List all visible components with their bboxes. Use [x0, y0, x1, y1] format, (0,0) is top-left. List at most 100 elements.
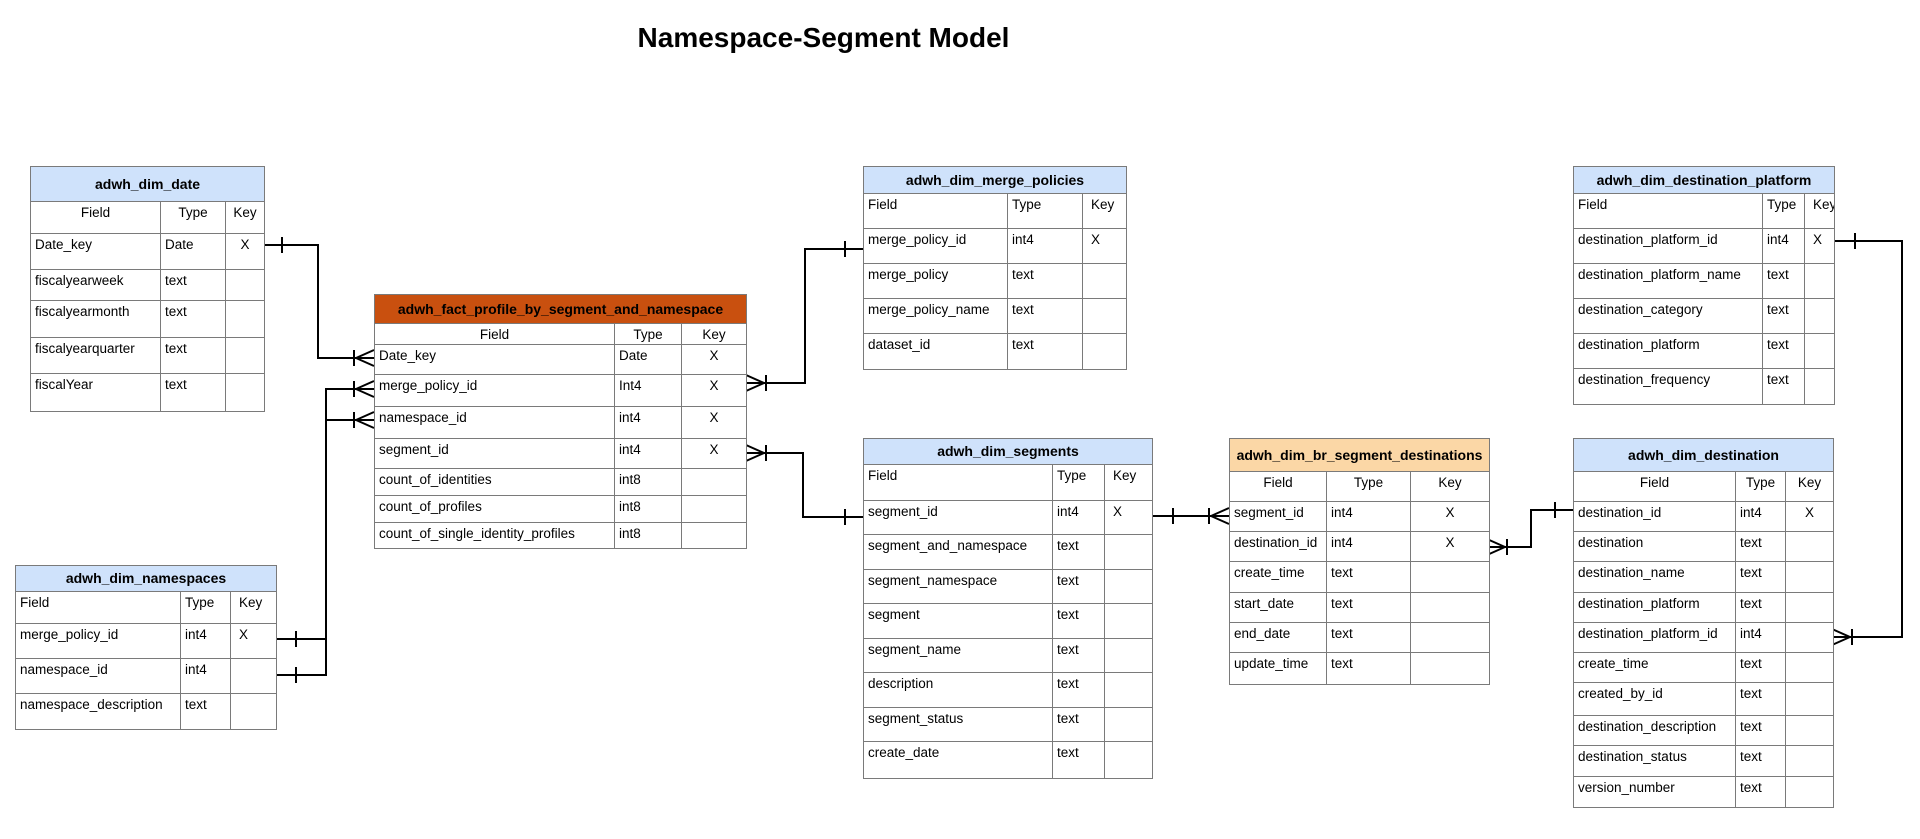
key-marker — [1786, 562, 1833, 592]
type-column-header: Type — [615, 324, 682, 344]
field-type: text — [181, 694, 231, 729]
field-column-header: Field — [864, 465, 1053, 500]
field-type: text — [1053, 742, 1105, 778]
table-title: adwh_dim_merge_policies — [864, 167, 1126, 194]
field-type: text — [1736, 532, 1786, 561]
field-name: destination_platform_id — [1574, 229, 1763, 263]
field-type: text — [1053, 639, 1105, 672]
field-type: text — [1736, 562, 1786, 592]
field-name: count_of_profiles — [375, 496, 615, 522]
key-marker — [226, 374, 264, 411]
table-title: adwh_dim_br_segment_destinations — [1230, 439, 1489, 472]
field-type: int4 — [615, 439, 682, 468]
field-name: Date_key — [375, 345, 615, 374]
many-marker — [745, 374, 767, 392]
field-name: fiscalyearquarter — [31, 338, 161, 373]
field-name: merge_policy — [864, 264, 1008, 298]
key-marker — [1083, 334, 1126, 369]
type-column-header: Type — [161, 202, 226, 233]
key-marker — [682, 496, 746, 522]
field-name: segment_namespace — [864, 570, 1053, 603]
key-marker — [1105, 535, 1152, 569]
field-type: text — [1736, 683, 1786, 715]
field-column-header: Field — [1574, 194, 1763, 228]
many-marker — [745, 444, 767, 462]
field-type: int4 — [181, 624, 231, 658]
field-name: Date_key — [31, 234, 161, 269]
field-name: merge_policy_id — [16, 624, 181, 658]
key-column-header: Key — [239, 595, 263, 610]
field-type: Date — [161, 234, 226, 269]
field-type: text — [1053, 708, 1105, 741]
type-column-header: Type — [1053, 465, 1105, 500]
key-marker — [682, 523, 746, 548]
key-column-header: Key — [1813, 197, 1834, 212]
table-title: adwh_fact_profile_by_segment_and_namespa… — [375, 295, 746, 324]
connector-segments-fact — [746, 452, 863, 518]
field-column-header: Field — [1230, 472, 1327, 501]
field-type: text — [1327, 562, 1411, 592]
table-title: adwh_dim_namespaces — [16, 566, 276, 592]
field-name: merge_policy_id — [864, 229, 1008, 263]
field-type: text — [1736, 716, 1786, 745]
connector-namespaces-namespace — [277, 419, 374, 676]
field-type: Int4 — [615, 375, 682, 406]
field-name: segment_id — [1230, 502, 1327, 531]
key-marker — [1411, 623, 1489, 652]
field-type: text — [1736, 746, 1786, 776]
key-column-header: Key — [1091, 197, 1115, 212]
table-title: adwh_dim_destination_platform — [1574, 167, 1834, 194]
field-type: int8 — [615, 523, 682, 548]
field-type: int4 — [181, 659, 231, 693]
field-name: destination_name — [1574, 562, 1736, 592]
key-column-header: Key — [1797, 475, 1822, 490]
key-marker — [1411, 653, 1489, 684]
key-marker: X — [239, 627, 249, 642]
key-marker: X — [1445, 535, 1455, 550]
key-marker — [1411, 593, 1489, 622]
field-column-header: Field — [375, 324, 615, 344]
field-column-header: Field — [1574, 472, 1736, 501]
diagram-title: Namespace-Segment Model — [637, 22, 1010, 53]
field-column-header: Field — [16, 592, 181, 623]
field-type: text — [1763, 334, 1805, 368]
key-column-header: Key — [702, 327, 726, 342]
field-type: text — [161, 374, 226, 411]
field-name: created_by_id — [1574, 683, 1736, 715]
field-type: text — [1736, 653, 1786, 682]
connector-date-fact — [264, 244, 374, 359]
field-name: fiscalyearmonth — [31, 301, 161, 337]
field-name: create_time — [1574, 653, 1736, 682]
key-marker — [1786, 623, 1833, 652]
field-type: text — [1053, 604, 1105, 638]
key-marker — [1105, 708, 1152, 741]
field-type: text — [1053, 535, 1105, 569]
field-type: int4 — [1763, 229, 1805, 263]
field-name: destination_status — [1574, 746, 1736, 776]
field-type: int4 — [1327, 532, 1411, 561]
field-type: int4 — [615, 407, 682, 438]
key-marker — [1786, 532, 1833, 561]
